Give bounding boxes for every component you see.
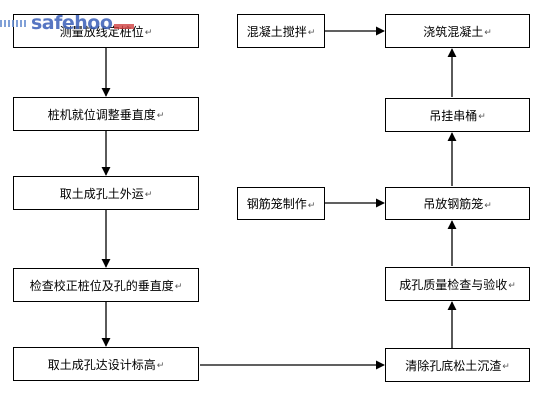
input-box-concrete-mixing: 混凝土搅拌↵ xyxy=(237,14,325,48)
step-label: 桩机就位调整垂直度 xyxy=(47,107,156,122)
step-box-measure-layout: 测量放线定桩位↵ xyxy=(13,14,199,48)
paragraph-mark: ↵ xyxy=(144,28,153,38)
paragraph-mark: ↵ xyxy=(508,281,516,291)
step-label: 吊放钢筋笼 xyxy=(423,197,484,211)
paragraph-mark: ↵ xyxy=(156,111,165,121)
step-box-hang-tremie: 吊挂串桶↵ xyxy=(385,98,530,132)
watermark: safehoo xyxy=(0,12,135,34)
step-box-verify-verticality: 检查校正桩位及孔的垂直度↵ xyxy=(13,268,199,302)
step-label: 混凝土搅拌 xyxy=(246,24,307,39)
input-box-rebar-cage-fabrication: 钢筋笼制作↵ xyxy=(237,187,325,220)
paragraph-mark: ↵ xyxy=(502,362,510,372)
step-label: 取土成孔达设计标高 xyxy=(47,357,156,372)
step-label: 成孔质量检查与验收 xyxy=(399,277,508,292)
step-label: 浇筑混凝土 xyxy=(423,24,484,39)
paragraph-mark: ↵ xyxy=(307,28,316,38)
paragraph-mark: ↵ xyxy=(156,361,165,371)
step-label: 取土成孔土外运 xyxy=(59,186,144,201)
step-label: 检查校正桩位及孔的垂直度 xyxy=(29,278,174,293)
watermark-bar-icon xyxy=(114,23,135,29)
step-label: 清除孔底松土沉渣 xyxy=(405,358,502,373)
step-label: 吊挂串桶 xyxy=(429,108,478,123)
step-box-reach-design-elevation: 取土成孔达设计标高↵ xyxy=(13,347,199,381)
paragraph-mark: ↵ xyxy=(478,112,486,122)
watermark-text: safehoo xyxy=(31,12,113,34)
step-box-lower-rebar-cage: 吊放钢筋笼↵ xyxy=(385,187,530,220)
watermark-dots-icon xyxy=(0,19,28,27)
paragraph-mark: ↵ xyxy=(144,190,153,200)
step-box-clear-sediment: 清除孔底松土沉渣↵ xyxy=(385,348,530,382)
step-box-hole-inspection: 成孔质量检查与验收↵ xyxy=(385,267,530,301)
paragraph-mark: ↵ xyxy=(307,200,316,211)
paragraph-mark: ↵ xyxy=(174,282,183,292)
step-box-pour-concrete: 浇筑混凝土↵ xyxy=(385,14,530,48)
step-box-excavate-haul: 取土成孔土外运↵ xyxy=(13,176,199,210)
paragraph-mark: ↵ xyxy=(484,28,492,38)
paragraph-mark: ↵ xyxy=(484,200,492,211)
step-box-rig-positioning: 桩机就位调整垂直度↵ xyxy=(13,97,199,131)
step-label: 钢筋笼制作 xyxy=(246,197,307,211)
